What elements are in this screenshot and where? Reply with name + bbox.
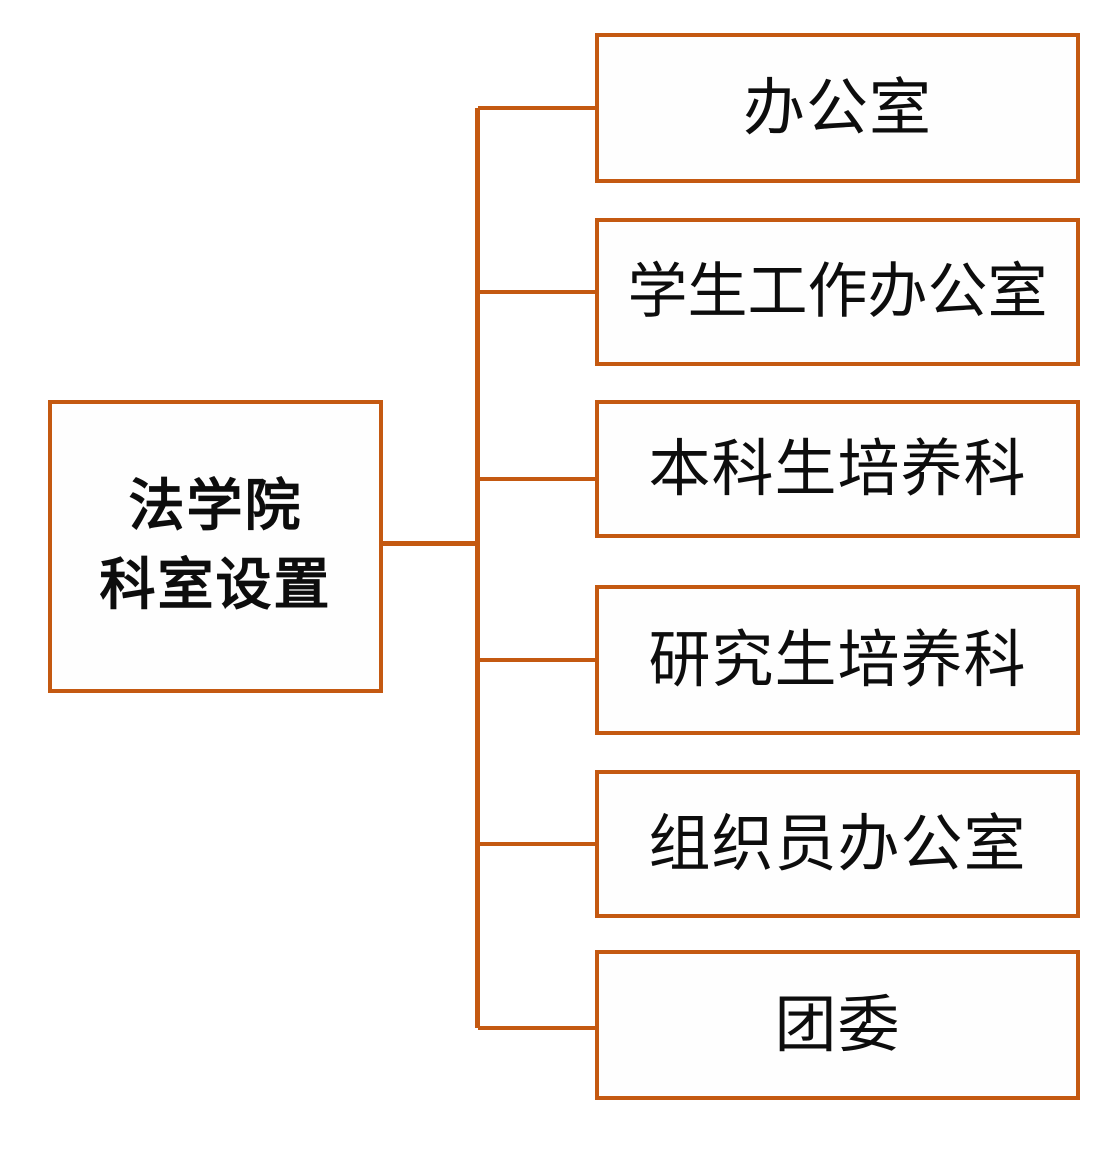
child-node-organizer-office: 组织员办公室 bbox=[595, 770, 1080, 918]
child-node-student-work-office: 学生工作办公室 bbox=[595, 218, 1080, 366]
branch-connector-1 bbox=[478, 106, 595, 110]
child-node-label-3: 本科生培养科 bbox=[648, 431, 1027, 505]
root-stem-connector-line bbox=[383, 541, 480, 546]
root-node-label-line1: 法学院 bbox=[128, 474, 303, 540]
root-node-label-line2: 科室设置 bbox=[99, 552, 332, 618]
branch-connector-4 bbox=[478, 658, 595, 662]
branch-connector-6 bbox=[478, 1026, 595, 1030]
child-node-label-5: 组织员办公室 bbox=[648, 806, 1027, 880]
child-node-label-2: 学生工作办公室 bbox=[627, 256, 1048, 327]
child-node-label-1: 办公室 bbox=[742, 70, 932, 144]
branch-connector-5 bbox=[478, 842, 595, 846]
child-node-graduate-training: 研究生培养科 bbox=[595, 585, 1080, 735]
trunk-connector-line bbox=[475, 108, 480, 1028]
child-node-label-4: 研究生培养科 bbox=[648, 622, 1027, 696]
branch-connector-2 bbox=[478, 290, 595, 294]
branch-connector-3 bbox=[478, 477, 595, 481]
root-node: 法学院 科室设置 bbox=[48, 400, 383, 693]
child-node-youth-league-committee: 团委 bbox=[595, 950, 1080, 1100]
child-node-undergraduate-training: 本科生培养科 bbox=[595, 400, 1080, 538]
child-node-office: 办公室 bbox=[595, 33, 1080, 183]
child-node-label-6: 团委 bbox=[774, 987, 901, 1061]
